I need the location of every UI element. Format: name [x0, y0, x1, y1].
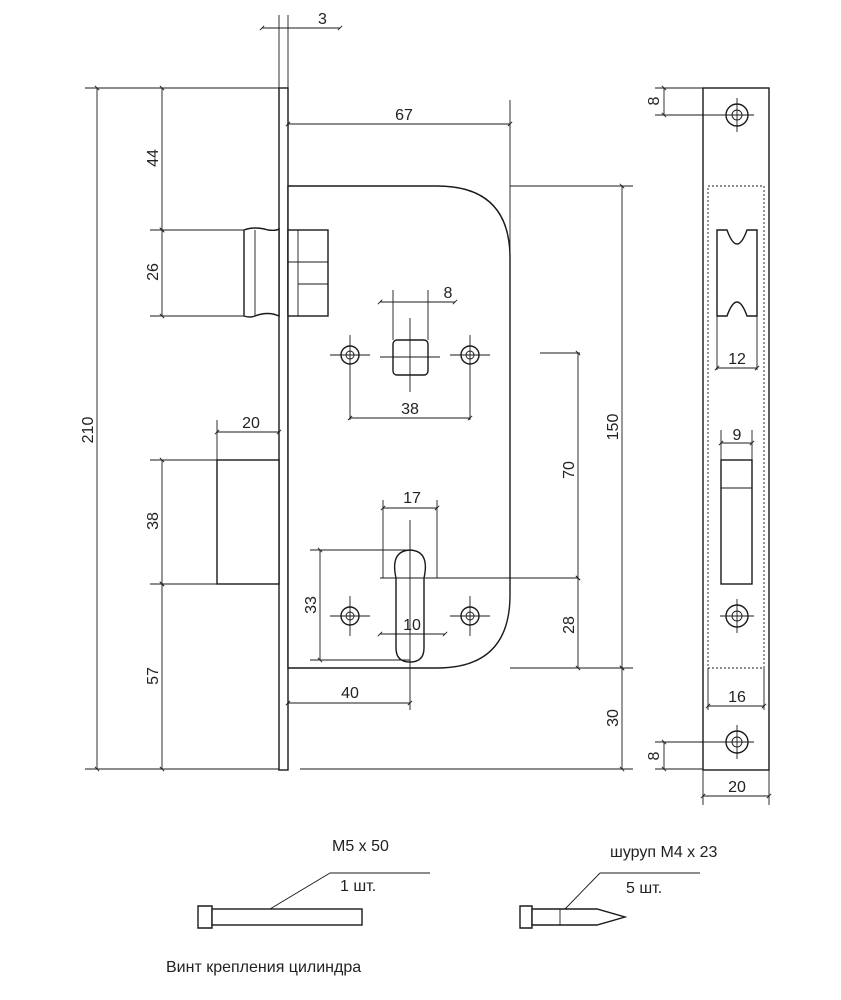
lock-case [287, 185, 511, 669]
dim-faceplate-width: 20 [728, 779, 746, 796]
dim-spindle-to-cylinder: 70 [561, 461, 578, 479]
case-outline-hidden [707, 185, 765, 669]
dim-backset: 67 [395, 107, 413, 124]
dim-cylinder-height: 33 [303, 596, 320, 614]
dim-slot-width: 16 [728, 689, 746, 706]
dim-cylinder-backset: 40 [341, 685, 359, 702]
dim-bottom-to-deadbolt: 57 [145, 667, 162, 685]
dim-deadbolt-height: 38 [145, 512, 162, 530]
screw-caption: Винт крепления цилиндра [166, 959, 361, 976]
dim-latch-slot-width: 12 [728, 351, 746, 368]
dim-cylinder-to-case-bottom: 28 [561, 616, 578, 634]
dim-top-to-latch: 44 [145, 149, 162, 167]
dim-cylinder-width: 17 [403, 490, 421, 507]
deadbolt-slot [720, 459, 753, 585]
front-view: 8 12 9 16 8 20 [646, 85, 772, 805]
screw-size-label: М5 x 50 [332, 838, 389, 855]
dim-faceplate-thickness: 3 [318, 11, 327, 28]
dim-spindle-screw-spacing: 38 [401, 401, 419, 418]
deadbolt [216, 459, 280, 585]
wood-screw-qty-label: 5 шт. [626, 880, 662, 897]
side-view: 3 210 44 26 67 8 38 20 38 57 150 70 17 3… [80, 11, 633, 772]
wood-screw-size-label: шуруп М4 x 23 [610, 844, 718, 861]
dim-case-to-faceplate-bottom: 30 [605, 709, 622, 727]
spindle-hub [330, 318, 490, 420]
dim-spindle-square: 8 [444, 285, 453, 302]
faceplate-screw-middle [720, 599, 754, 633]
dim-latch-height: 26 [145, 263, 162, 281]
faceplate-front [702, 87, 770, 771]
dim-case-height: 150 [605, 414, 622, 441]
wood-screw: шуруп М4 x 23 5 шт. [519, 844, 718, 929]
screw-qty-label: 1 шт. [340, 878, 376, 895]
dim-cylinder-hole: 10 [403, 617, 421, 634]
dim-faceplate-height: 210 [80, 417, 97, 444]
cylinder-screw: М5 x 50 1 шт. Винт крепления цилиндра [166, 838, 430, 976]
dim-screw-offset-bottom: 8 [646, 751, 663, 760]
dim-deadbolt-width: 20 [242, 415, 260, 432]
latch-bolt [243, 227, 329, 318]
dim-screw-offset-top: 8 [646, 96, 663, 105]
dim-deadbolt-slot-width: 9 [733, 427, 742, 444]
faceplate [278, 87, 289, 771]
